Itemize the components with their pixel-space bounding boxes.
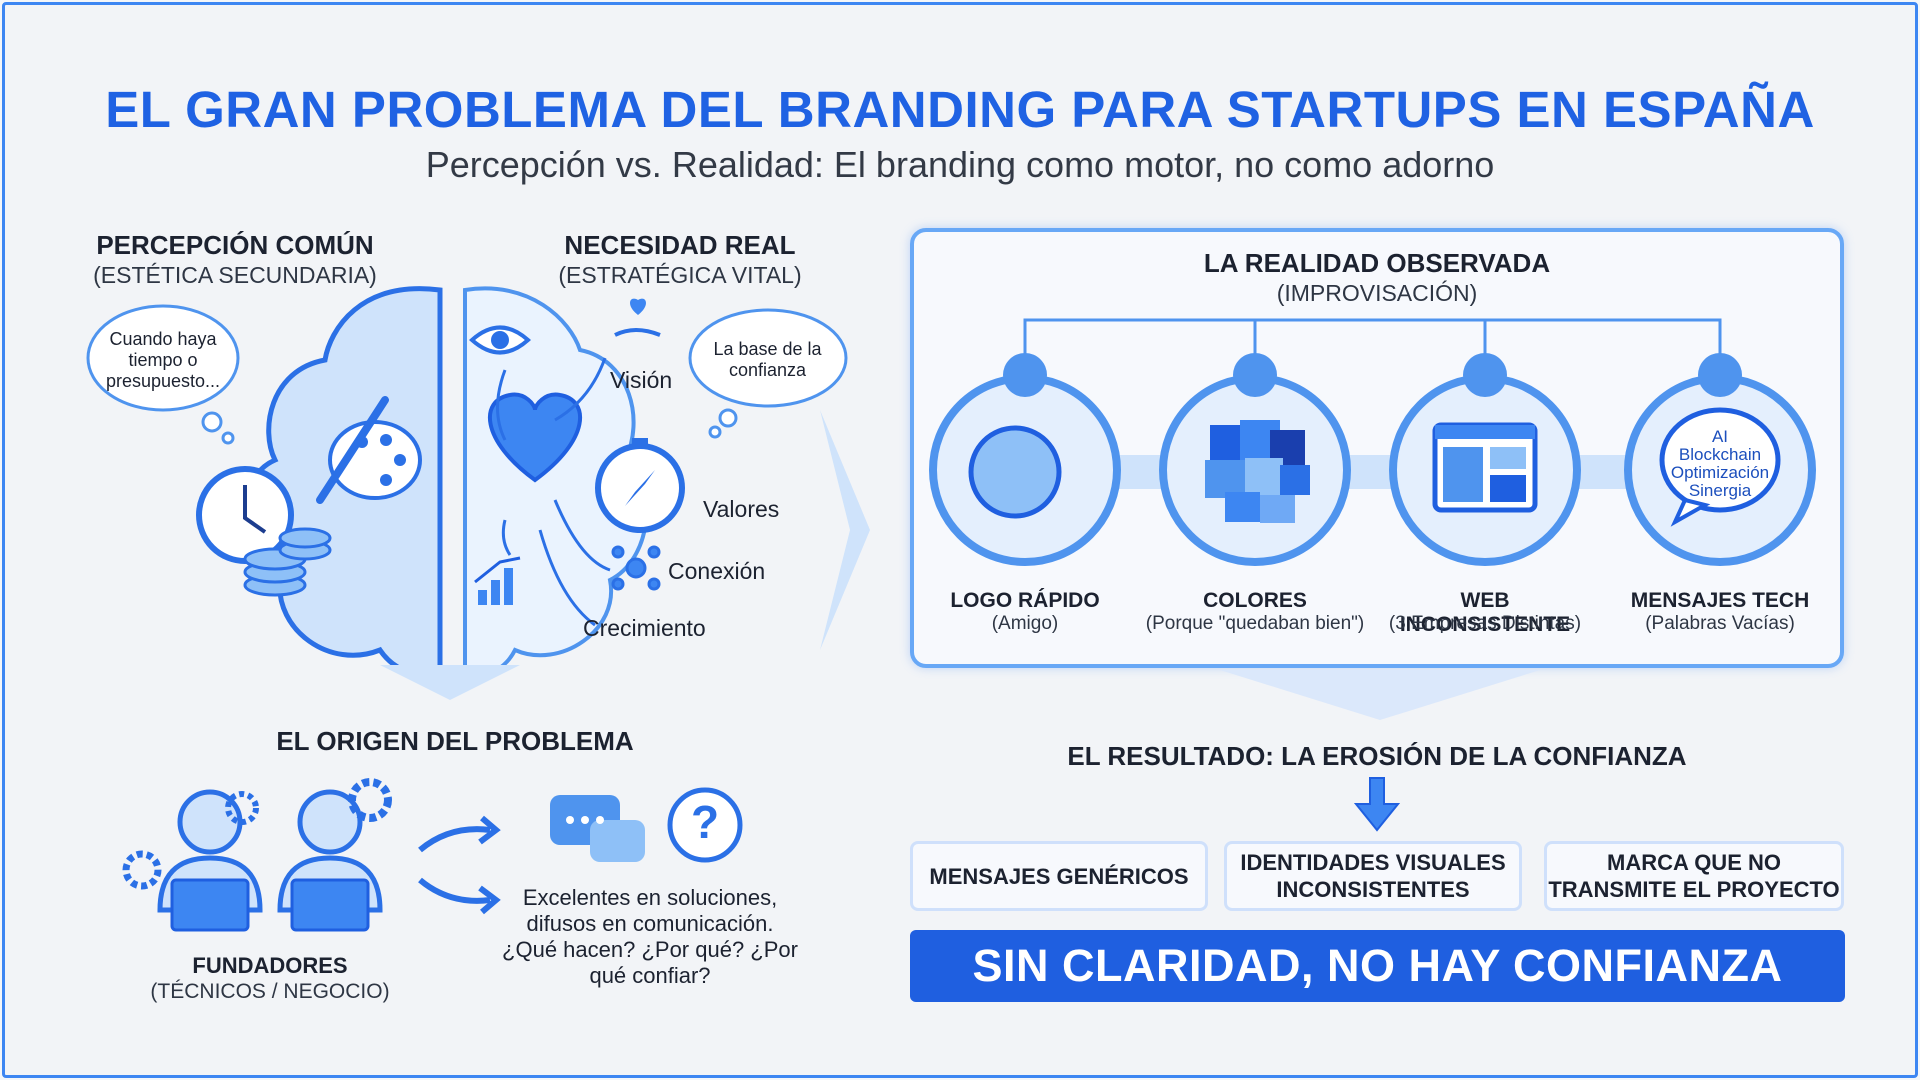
page-subtitle: Percepción vs. Realidad: El branding com…: [425, 144, 1495, 185]
hand-heart-icon: [614, 298, 661, 337]
step-title-web: WEB INCONSISTENTE: [1399, 589, 1571, 636]
heart-icon: [487, 392, 583, 483]
step-title-tech: MENSAJES TECH: [1630, 589, 1810, 612]
founder-icon-2: [277, 778, 392, 932]
need-cloud-text: La base de la confianza: [713, 339, 822, 380]
network-icon: [611, 545, 661, 591]
step-title-logo: LOGO RÁPIDO: [950, 589, 1100, 612]
buzzword-optimization: Optimización: [1670, 463, 1770, 482]
step-sub-tech: (Palabras Vacías): [1645, 613, 1795, 634]
reality-subtitle: (IMPROVISACIÓN): [1276, 280, 1478, 306]
perception-title: PERCEPCIÓN COMÚN: [96, 230, 374, 260]
result-box-generic-messages: MENSAJES GENÉRICOS: [910, 841, 1208, 911]
clock-icon: [196, 466, 294, 564]
reality-title: LA REALIDAD OBSERVADA: [1203, 248, 1551, 278]
founders-subtitle: (TÉCNICOS / NEGOCIO): [150, 980, 390, 1003]
perception-cloud-text: Cuando haya tiempo o presupuesto...: [105, 329, 221, 391]
eye-icon: [468, 325, 532, 355]
step-circle-colors: [1159, 353, 1351, 566]
result-title: EL RESULTADO: LA EROSIÓN DE LA CONFIANZA: [1067, 741, 1687, 771]
need-subtitle: (ESTRATÉGICA VITAL): [558, 262, 802, 288]
need-item-vision: Visión: [610, 367, 673, 393]
buzzwords: AI Blockchain Optimización Sinergia: [1660, 428, 1780, 500]
thought-cloud-left: [86, 304, 240, 445]
need-item-connection: Conexión: [668, 558, 766, 584]
founder-icon-1: [122, 789, 263, 932]
coins-icon: [243, 527, 332, 597]
reality-chain: [929, 318, 1816, 566]
step-title-colors: COLORES: [1203, 589, 1307, 612]
buzzword-synergy: Sinergia: [1688, 481, 1752, 500]
step-sub-web: (3 Empresas Distintas): [1388, 613, 1582, 634]
down-chevron-reality-icon: [1220, 670, 1540, 720]
origin-title: EL ORIGEN DEL PROBLEMA: [276, 726, 634, 756]
need-title: NECESIDAD REAL: [564, 230, 796, 260]
brain-illustration: [86, 286, 870, 700]
step-circle-web: [1389, 353, 1581, 566]
origin-description: Excelentes en soluciones, difusos en com…: [502, 885, 798, 988]
founders-title: FUNDADORES: [192, 953, 348, 978]
buzzword-blockchain: Blockchain: [1678, 445, 1762, 464]
palette-brush-icon: [316, 396, 422, 504]
conclusion-banner: SIN CLARIDAD, NO HAY CONFIANZA: [910, 930, 1845, 1002]
brain-arrows: [496, 357, 611, 627]
down-chevron-icon: [380, 665, 520, 700]
arrow-down-icon: [1353, 777, 1401, 832]
thought-cloud-right: [688, 308, 848, 439]
result-box-brand-not-transmitting: MARCA QUE NO TRANSMITE EL PROYECTO: [1544, 841, 1844, 911]
founders-illustration: [122, 778, 743, 932]
growth-chart-icon: [474, 556, 521, 605]
step-sub-colors: (Porque "quedaban bien"): [1145, 613, 1365, 634]
need-item-values: Valores: [703, 496, 780, 522]
step-sub-logo: (Amigo): [991, 613, 1059, 634]
question-bubble-icon: [667, 787, 743, 863]
need-item-growth: Crecimiento: [583, 615, 706, 641]
curved-arrows-icon: [418, 815, 501, 915]
question-mark: ?: [690, 796, 720, 848]
perception-subtitle: (ESTÉTICA SECUNDARIA): [93, 262, 377, 288]
buzzword-ai: AI: [1711, 427, 1729, 446]
step-circle-tech: [1624, 353, 1816, 566]
chat-bubbles-icon: [550, 795, 645, 862]
result-box-inconsistent-identity: IDENTIDADES VISUALES INCONSISTENTES: [1224, 841, 1522, 911]
right-chevron-icon: [820, 410, 870, 650]
step-circle-logo: [929, 353, 1121, 566]
page-title: EL GRAN PROBLEMA DEL BRANDING PARA START…: [105, 81, 1815, 138]
compass-icon: [595, 438, 685, 533]
